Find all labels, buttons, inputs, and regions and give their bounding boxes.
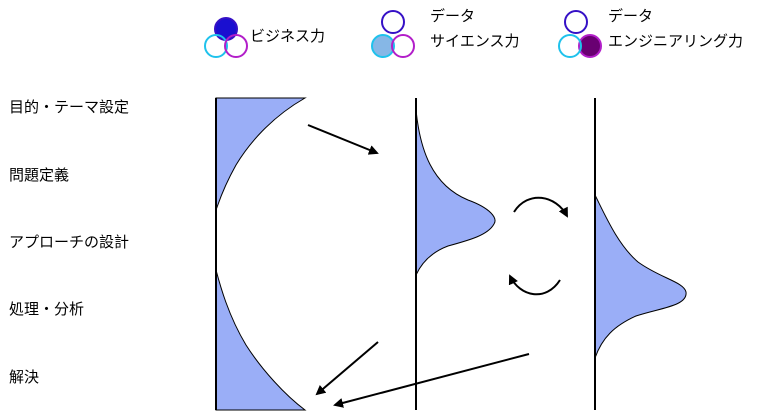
venn-data-science-highlight-icon <box>371 10 415 58</box>
legend-label-data-science-line2: サイエンス力 <box>430 32 520 50</box>
arrow-business-to-science <box>307 124 379 155</box>
stage-label-approach-design: アプローチの設計 <box>9 233 130 251</box>
data-engineering-curve <box>594 194 687 359</box>
data-science-curve <box>415 109 496 276</box>
legend-label-data-science-line1: データ <box>430 7 476 25</box>
stage-label-purpose: 目的・テーマ設定 <box>9 98 130 116</box>
business-curve-bottom <box>215 269 307 411</box>
business-curve-top <box>215 97 307 211</box>
legend-label-data-engineering-line2: エンジニアリング力 <box>608 32 744 50</box>
arrow-engineering-to-solution <box>333 353 530 408</box>
flow-arrows <box>307 124 568 408</box>
business-skill-column <box>215 97 307 411</box>
stage-label-processing-analysis: 処理・分析 <box>9 300 85 318</box>
legend-label-data-engineering-line1: データ <box>608 7 654 25</box>
legend-label-business: ビジネス力 <box>250 27 326 45</box>
stage-label-solution: 解決 <box>9 368 40 386</box>
arrow-engineering-to-science-curved <box>508 274 561 296</box>
data-engineering-column <box>594 98 687 410</box>
arrow-science-to-engineering-curved <box>513 196 568 218</box>
stage-label-problem-definition: 問題定義 <box>9 166 70 184</box>
data-science-column <box>415 98 496 410</box>
venn-data-engineering-highlight-icon <box>558 10 602 58</box>
arrow-science-to-solution <box>315 341 379 396</box>
venn-business-highlight-icon <box>204 17 248 58</box>
